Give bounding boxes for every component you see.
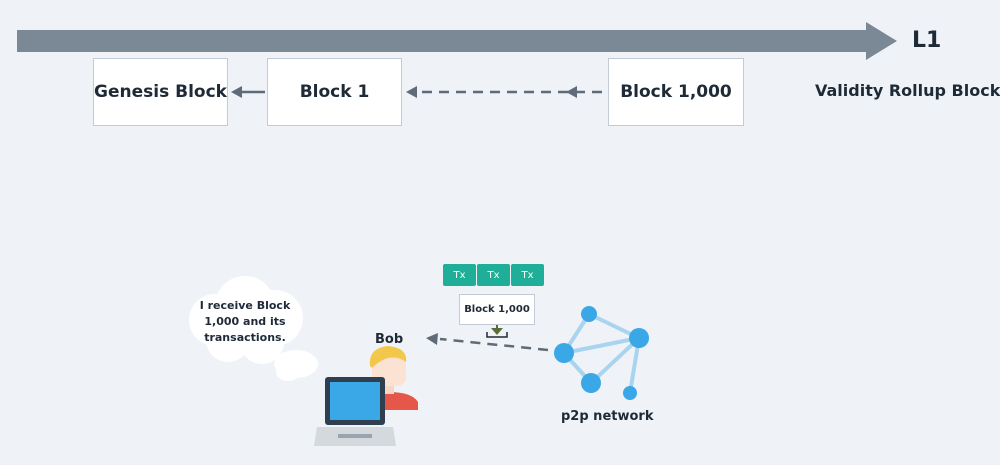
tx-badge: Tx xyxy=(477,264,510,286)
genesis-block-label: Genesis Block xyxy=(94,82,227,102)
incoming-block-label: Block 1,000 xyxy=(464,304,530,315)
l1-label: L1 xyxy=(912,28,942,53)
block-1000: Block 1,000 xyxy=(608,58,744,126)
block-1-label: Block 1 xyxy=(299,82,370,102)
block-1: Block 1 xyxy=(267,58,402,126)
laptop-icon xyxy=(314,377,396,446)
block-1000-label: Block 1,000 xyxy=(620,82,732,102)
network-graph-icon xyxy=(554,306,649,400)
validity-rollup-blocks-label: Validity Rollup Blocks xyxy=(815,81,1000,100)
broadcast-dashed-arrow xyxy=(426,333,549,352)
thought-text: I receive Block 1,000 and its transactio… xyxy=(199,299,291,344)
l1-timeline-arrow xyxy=(17,22,897,60)
block-link-arrow xyxy=(231,86,265,98)
tx-badge: Tx xyxy=(443,264,476,286)
tx-badge: Tx xyxy=(511,264,544,286)
block-chain-dashed-arrow xyxy=(406,86,602,98)
user-name: Bob xyxy=(375,332,404,347)
genesis-block: Genesis Block xyxy=(93,58,228,126)
thought-bubble-icon xyxy=(189,276,318,381)
network-label: p2p network xyxy=(561,409,654,424)
incoming-block: Block 1,000 xyxy=(459,294,535,325)
